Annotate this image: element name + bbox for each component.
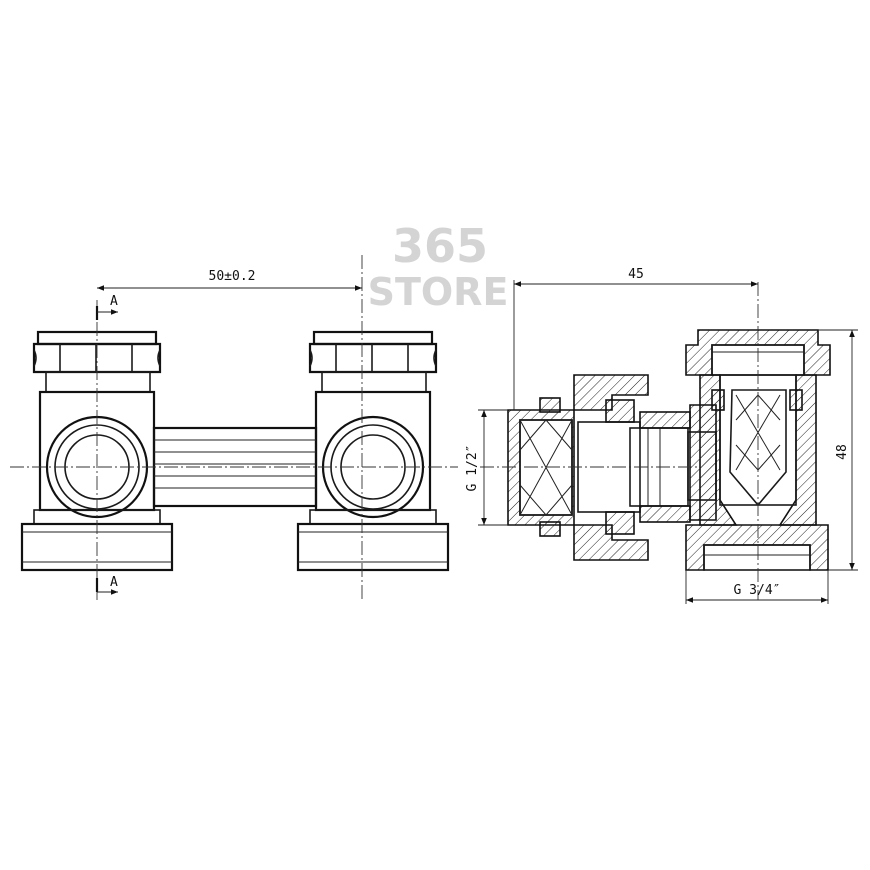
section-view: 45 48 G 1/2″ G 3/4″ [465, 267, 858, 604]
height-dimension: 48 [818, 329, 858, 571]
height-dimension-label: 48 [835, 444, 850, 460]
section-mark-bottom: A [95, 575, 118, 595]
inlet-union-nut [507, 397, 575, 537]
right-valve-body [296, 330, 450, 572]
watermark-line2: STORE [368, 270, 509, 314]
inlet-thread-label: G 1/2″ [465, 445, 480, 492]
width-dimension: 45 [513, 267, 758, 410]
watermark-line1: 365 [392, 219, 488, 273]
width-dimension-label: 45 [628, 267, 644, 282]
valve-body [685, 329, 831, 571]
spacing-dimension-label: 50±0.2 [209, 269, 256, 284]
inlet-thread-dimension: G 1/2″ [465, 409, 508, 526]
section-mark-bottom-label: A [110, 575, 118, 590]
outlet-thread-dimension: G 3/4″ [685, 570, 829, 604]
store-watermark: 365 STORE [368, 219, 509, 314]
front-view: 50±0.2 A A [10, 255, 458, 600]
section-mark-top: A [95, 294, 118, 320]
spacing-dimension: 50±0.2 [97, 269, 362, 291]
section-mark-top-label: A [110, 294, 118, 309]
outlet-thread-label: G 3/4″ [734, 583, 781, 598]
